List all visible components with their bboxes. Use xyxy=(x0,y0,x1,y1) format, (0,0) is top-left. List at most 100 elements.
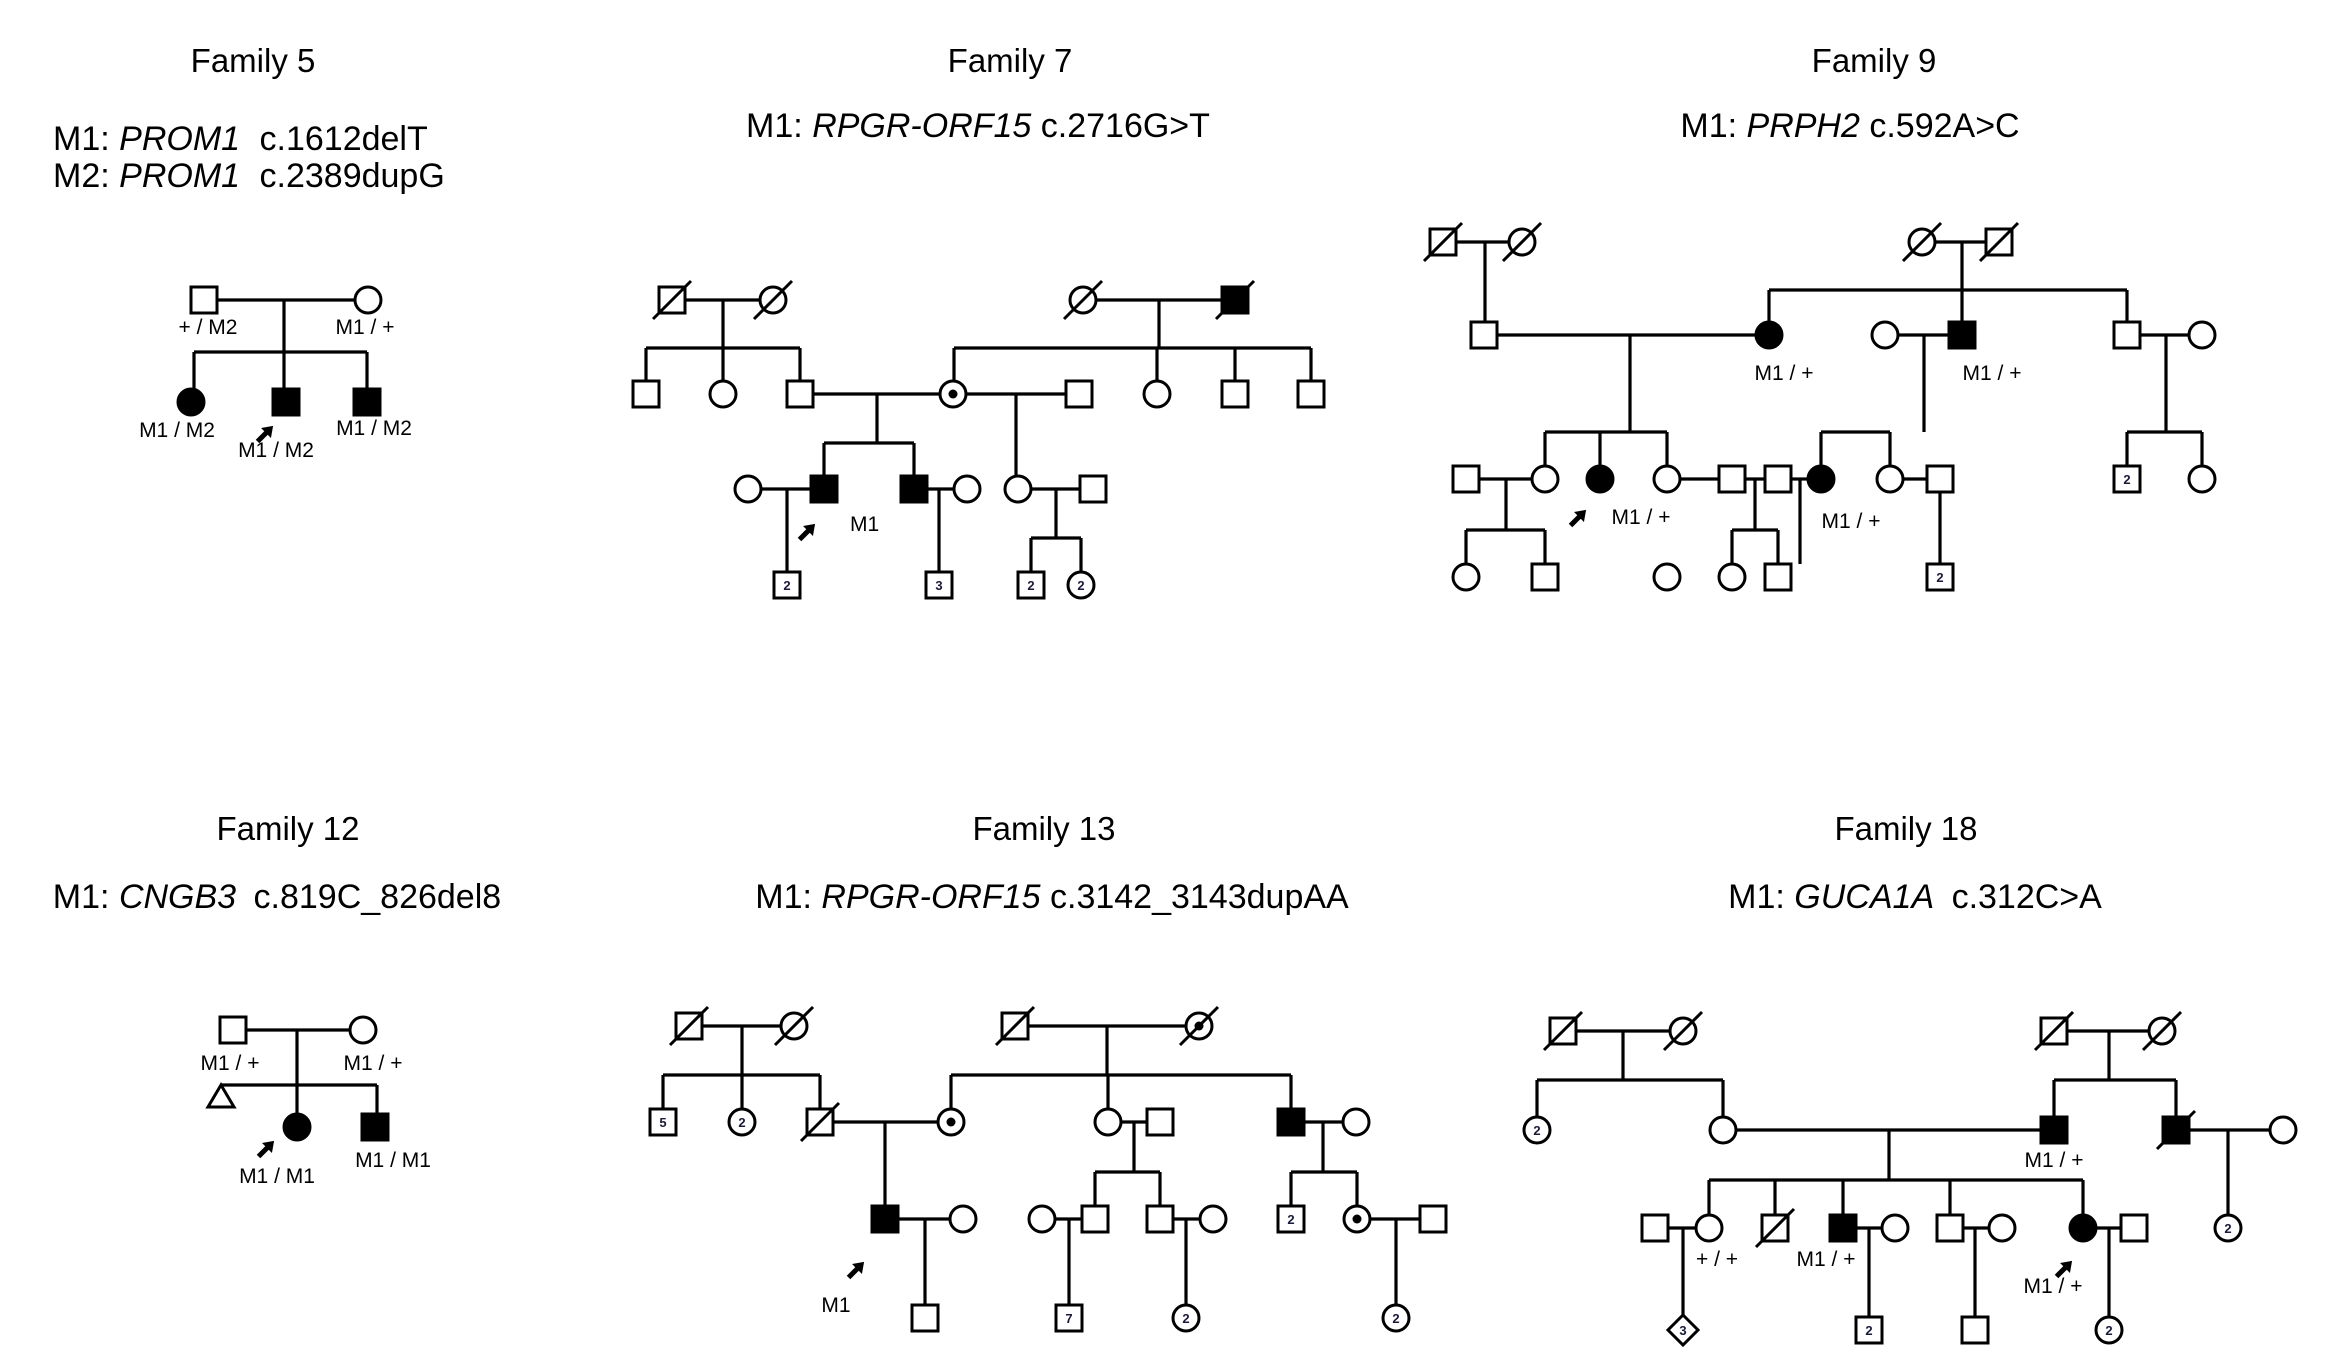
female-symbol xyxy=(1171,1303,1201,1333)
male-symbol xyxy=(1763,562,1793,592)
female-symbol xyxy=(1717,562,1747,592)
male-symbol xyxy=(1080,1204,1110,1234)
family-9-mutation-1: M1: PRPH2 c.592A>C xyxy=(1680,107,2019,145)
affected-male-symbol xyxy=(809,474,839,504)
pedigree-lines xyxy=(644,298,1313,572)
individual-f9-iv1 xyxy=(1451,562,1481,592)
male-symbol xyxy=(648,1107,678,1137)
individual-f13-i4 xyxy=(1178,1005,1220,1047)
sibling-count: 2 xyxy=(1287,1212,1294,1227)
genotype-label: M1 / M2 xyxy=(336,417,412,440)
sibling-count: 2 xyxy=(1936,570,1943,585)
individual-f7-ii8 xyxy=(1296,379,1326,409)
individual-f13-ii5 xyxy=(1093,1107,1123,1137)
individual-f13-ii6 xyxy=(1145,1107,1175,1137)
male-symbol xyxy=(1925,464,1955,494)
female-symbol xyxy=(1451,562,1481,592)
deceased-slash xyxy=(2033,1010,2075,1052)
female-symbol xyxy=(1870,320,1900,350)
individual-f9-ii1 xyxy=(1469,320,1499,350)
affected-male-symbol xyxy=(360,1112,390,1142)
sibling-count: 3 xyxy=(935,578,942,593)
male-symbol xyxy=(2112,464,2142,494)
deceased-slash xyxy=(2141,1010,2183,1052)
family-13-title: Family 13 xyxy=(972,810,1115,847)
female-symbol xyxy=(2187,464,2217,494)
affected-male-symbol xyxy=(352,387,382,417)
male-symbol xyxy=(1078,474,1108,504)
individual-f7-iii4 xyxy=(952,474,982,504)
family-13-panel: Family 13 M1: RPGR-ORF15 c.3142_3143dupA… xyxy=(648,810,1448,1333)
affected-male-symbol xyxy=(1947,320,1977,350)
female-symbol xyxy=(952,474,982,504)
individual-f13-i3 xyxy=(994,1005,1036,1047)
individual-f7-iv3: 2 xyxy=(1016,570,1046,600)
individual-f18-ii3: M1 / + xyxy=(2025,1115,2083,1172)
male-symbol xyxy=(1763,464,1793,494)
female-symbol xyxy=(2094,1315,2124,1345)
male-symbol xyxy=(1530,562,1560,592)
family-5-title: Family 5 xyxy=(191,42,316,79)
individual-f13-iii4 xyxy=(1080,1204,1110,1234)
individual-f7-iii6 xyxy=(1078,474,1108,504)
pedigree-lines xyxy=(221,1028,379,1114)
affected-female-symbol xyxy=(1585,464,1615,494)
genotype-label: M1 / M1 xyxy=(355,1149,431,1172)
individual-f7-iii3 xyxy=(899,474,929,504)
male-symbol xyxy=(1418,1204,1448,1234)
individual-f9-iii7: M1 / + xyxy=(1806,464,1880,533)
individual-f13-i2 xyxy=(773,1005,815,1047)
sibling-count: 2 xyxy=(1392,1311,1399,1326)
individual-f7-ii7 xyxy=(1220,379,1250,409)
family-9-title: Family 9 xyxy=(1812,42,1937,79)
individual-f18-iii5 xyxy=(1880,1213,1910,1243)
individual-f13-iv1 xyxy=(910,1303,940,1333)
individual-f13-iii1: M1 xyxy=(821,1204,900,1317)
deceased-slash xyxy=(1901,221,1943,263)
individual-f13-iii9 xyxy=(1418,1204,1448,1234)
individual-f9-iii4 xyxy=(1652,464,1682,494)
individual-f13-iv2: 7 xyxy=(1054,1303,1084,1333)
male-symbol xyxy=(1935,1213,1965,1243)
individual-f7-i4 xyxy=(1214,279,1256,321)
individual-f12-i2: M1 / + xyxy=(344,1015,402,1075)
sibling-count: 2 xyxy=(1182,1311,1189,1326)
family-9-pedigree: M1 / +M1 / +M1 / +M1 / +22 xyxy=(1422,221,2217,592)
deceased-slash xyxy=(799,1101,841,1143)
female-symbol xyxy=(1708,1115,1738,1145)
individual-f18-i4 xyxy=(2141,1010,2183,1052)
female-symbol xyxy=(1027,1204,1057,1234)
deceased-slash xyxy=(1542,1010,1584,1052)
female-symbol xyxy=(348,1015,378,1045)
female-symbol xyxy=(353,285,383,315)
sibling-count: 2 xyxy=(1027,578,1034,593)
genotype-label: + / + xyxy=(1696,1248,1738,1271)
male-symbol xyxy=(1276,1204,1306,1234)
female-symbol xyxy=(2268,1115,2298,1145)
individual-f9-iii6 xyxy=(1763,464,1793,494)
individual-f18-i3 xyxy=(2033,1010,2075,1052)
family-7-mutation-1: M1: RPGR-ORF15 c.2716G>T xyxy=(746,107,1210,145)
individual-f18-iii2: + / + xyxy=(1694,1213,1738,1271)
individual-f13-ii3 xyxy=(799,1101,841,1143)
deceased-slash xyxy=(2155,1109,2197,1151)
individual-f7-ii1 xyxy=(631,379,661,409)
individual-f18-i1 xyxy=(1542,1010,1584,1052)
male-symbol xyxy=(2119,1213,2149,1243)
individual-f18-iii1 xyxy=(1640,1213,1670,1243)
affected-male-symbol xyxy=(271,387,301,417)
sibling-count: 5 xyxy=(659,1115,666,1130)
female-symbol xyxy=(1875,464,1905,494)
genotype-label: M1 / + xyxy=(2024,1275,2083,1298)
individual-f18-iii7 xyxy=(1987,1213,2017,1243)
female-symbol xyxy=(1530,464,1560,494)
miscarriage-symbol xyxy=(205,1082,237,1109)
sibling-count: 7 xyxy=(1065,1311,1072,1326)
affected-female-symbol xyxy=(2068,1213,2098,1243)
genotype-label: M1 / M1 xyxy=(239,1165,315,1188)
affected-male-symbol xyxy=(1276,1107,1306,1137)
